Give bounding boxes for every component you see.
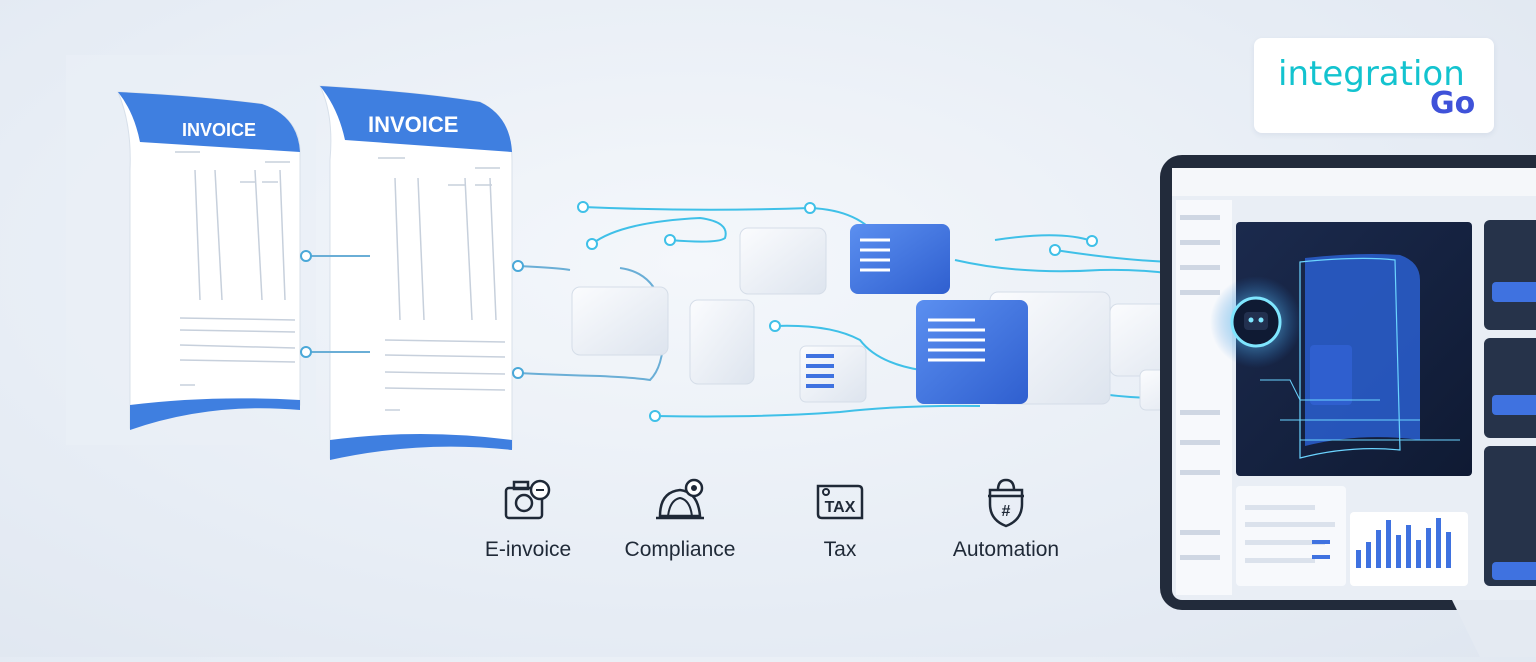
invoice-title-1: INVOICE [182,120,256,140]
cube-4 [799,345,867,403]
feature-tax: TAX Tax [770,474,910,562]
blue-document-block-1 [850,224,950,294]
logo-wordmark: integration [1278,54,1465,94]
camera-coin-icon [504,479,551,520]
cube-2 [689,299,755,385]
data-flow-nodes [577,201,1098,422]
cube-3 [739,227,827,295]
feature-label-compliance: Compliance [624,538,736,561]
invoice-document-1: INVOICE [117,91,301,430]
tax-label-icon: TAX [816,484,864,520]
feature-compliance: Compliance [610,474,750,562]
feature-automation: # Automation [936,474,1076,562]
helmet-check-icon [656,478,704,520]
connector-nodes [300,250,524,379]
feature-e-invoice: E-invoice [458,474,598,562]
cube-1 [571,286,669,356]
invoice-title-2: INVOICE [368,112,458,137]
invoice-document-2: INVOICE [319,85,513,460]
automation-badge-text: # [1002,503,1011,520]
feature-label-tax: Tax [823,538,857,561]
feature-row: E-invoice Compliance TAX Tax # Automatio… [458,474,1098,574]
feature-label-e-invoice: E-invoice [484,538,572,561]
dashboard-monitor [1160,155,1536,657]
integrationgo-logo: integration Go [1254,38,1494,133]
feature-label-automation: Automation [952,538,1060,561]
logo-go-mark: Go [1430,86,1476,121]
tax-badge-text: TAX [825,499,856,516]
data-cubes [571,224,1213,411]
blue-document-block-2 [916,300,1028,404]
shield-hash-icon: # [988,478,1024,528]
